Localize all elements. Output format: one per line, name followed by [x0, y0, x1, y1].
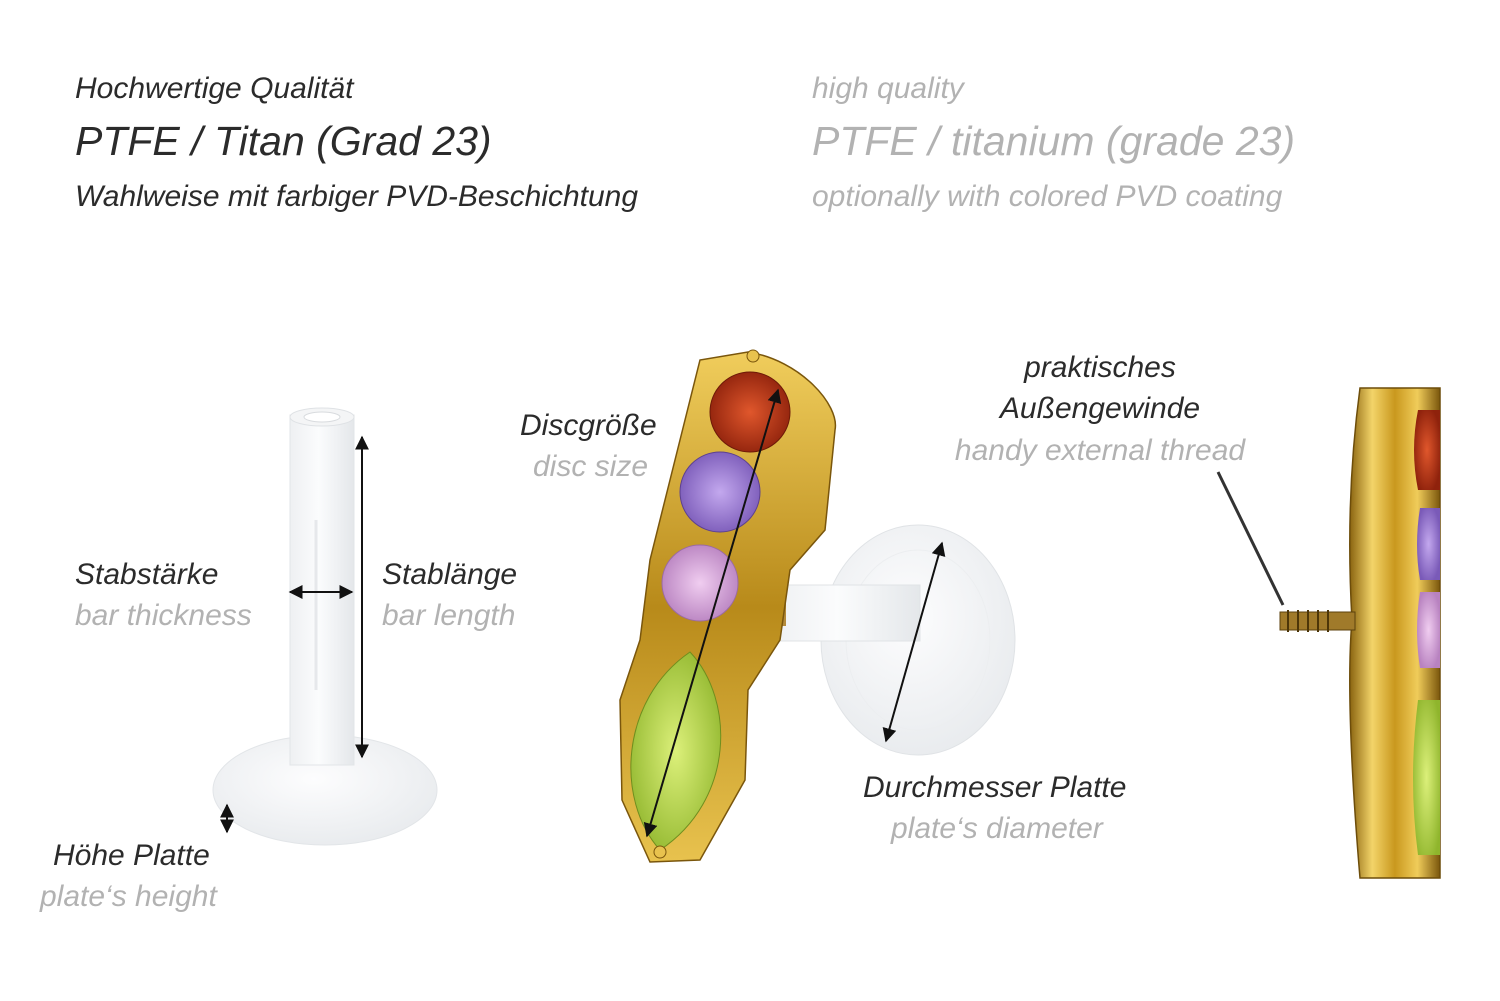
top-side-view [1279, 387, 1441, 879]
coating-label-de: Wahlweise mit farbiger PVD-Beschichtung [75, 180, 639, 213]
thread-pointer-line [1216, 471, 1285, 606]
material-label-de: PTFE / Titan (Grad 23) [75, 118, 492, 164]
thread-label-en: handy external thread [954, 434, 1246, 467]
disc-size-label-en: disc size [533, 450, 649, 483]
plate-height-label-de: Höhe Platte [53, 839, 210, 872]
disc-size-arrow [643, 388, 782, 838]
material-label-en: PTFE / titanium (grade 23) [812, 118, 1296, 164]
coating-label-en: optionally with colored PVD coating [812, 180, 1283, 213]
thread-label-de-line2: Außengewinde [999, 392, 1201, 425]
plate-diameter-label-de: Durchmesser Platte [863, 771, 1127, 804]
bar-length-label-de: Stablänge [382, 558, 518, 591]
plate-height-label-en: plate‘s height [40, 880, 217, 913]
quality-label-en: high quality [812, 72, 964, 105]
bar-thickness-label-de: Stabstärke [75, 558, 219, 591]
plate-diameter-arrow [882, 541, 946, 743]
bar-length-label-en: bar length [382, 599, 516, 632]
plate-diameter-label-en: plate‘s diameter [891, 812, 1103, 845]
bar-thickness-label-en: bar thickness [75, 599, 252, 632]
disc-size-label-de: Discgröße [520, 409, 657, 442]
thread-label-de-line1: praktisches [1024, 351, 1176, 384]
quality-label-de: Hochwertige Qualität [75, 72, 354, 105]
